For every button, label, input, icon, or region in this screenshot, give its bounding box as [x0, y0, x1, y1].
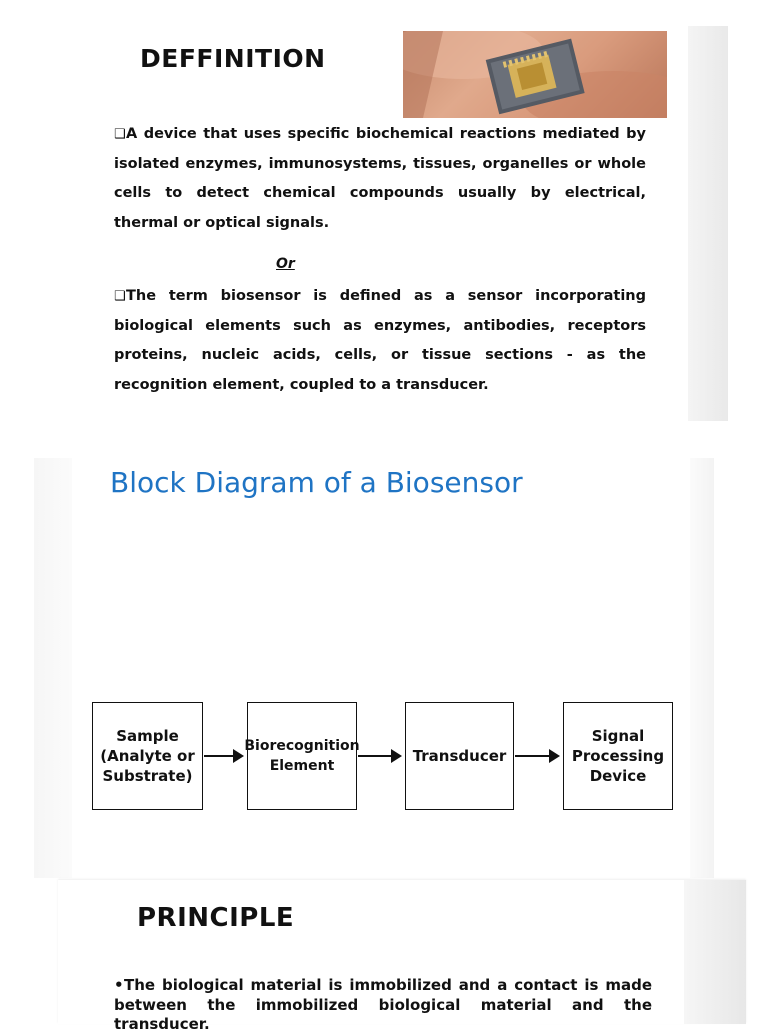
principle-paragraph: •The biological material is immobilized … [114, 976, 652, 1035]
block-signal-processing-device: Signal Processing Device [563, 702, 673, 810]
block-diagram-title: Block Diagram of a Biosensor [110, 466, 523, 499]
block-sample: Sample (Analyte or Substrate) [92, 702, 203, 810]
principle-text: The biological material is immobilized a… [114, 976, 652, 1033]
definition-text-2: The term biosensor is defined as a senso… [114, 288, 646, 393]
arrow-right-icon [204, 749, 244, 763]
bullet-marker: • [114, 976, 124, 994]
block-biorecognition-element: Biorecognition Element [244, 702, 360, 810]
principle-heading: PRINCIPLE [137, 903, 295, 933]
definition-paragraph-2: ❑The term biosensor is defined as a sens… [114, 282, 646, 400]
bullet-marker: ❑ [114, 127, 126, 142]
slide-edge [34, 458, 72, 878]
arrow-right-icon [515, 749, 560, 763]
or-separator: Or [276, 256, 295, 272]
slide-edge [690, 458, 714, 878]
principle-slide [58, 880, 746, 1024]
slide-edge [688, 26, 728, 421]
arrow-right-icon [358, 749, 402, 763]
block-transducer: Transducer [405, 702, 514, 810]
slide-edge [684, 880, 746, 1024]
biosensor-chip-photo [403, 31, 667, 118]
definition-heading: DEFFINITION [140, 44, 326, 73]
definition-text-1: A device that uses specific biochemical … [114, 126, 646, 231]
definition-paragraph-1: ❑A device that uses specific biochemical… [114, 120, 646, 238]
bullet-marker: ❑ [114, 289, 126, 304]
